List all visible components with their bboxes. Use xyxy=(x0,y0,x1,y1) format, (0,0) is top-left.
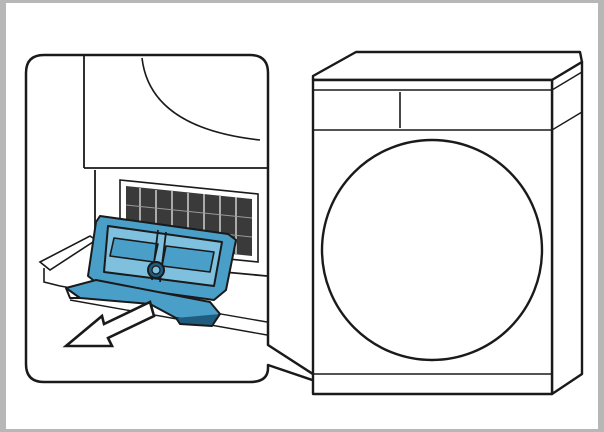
detail-callout xyxy=(24,53,335,389)
dryer-top xyxy=(311,50,584,82)
dryer-door xyxy=(320,138,544,362)
dryer-icon xyxy=(311,50,584,396)
fluff-filter-icon xyxy=(65,215,237,327)
arrow-left-down-icon xyxy=(62,300,156,348)
dryer-side xyxy=(550,60,584,396)
